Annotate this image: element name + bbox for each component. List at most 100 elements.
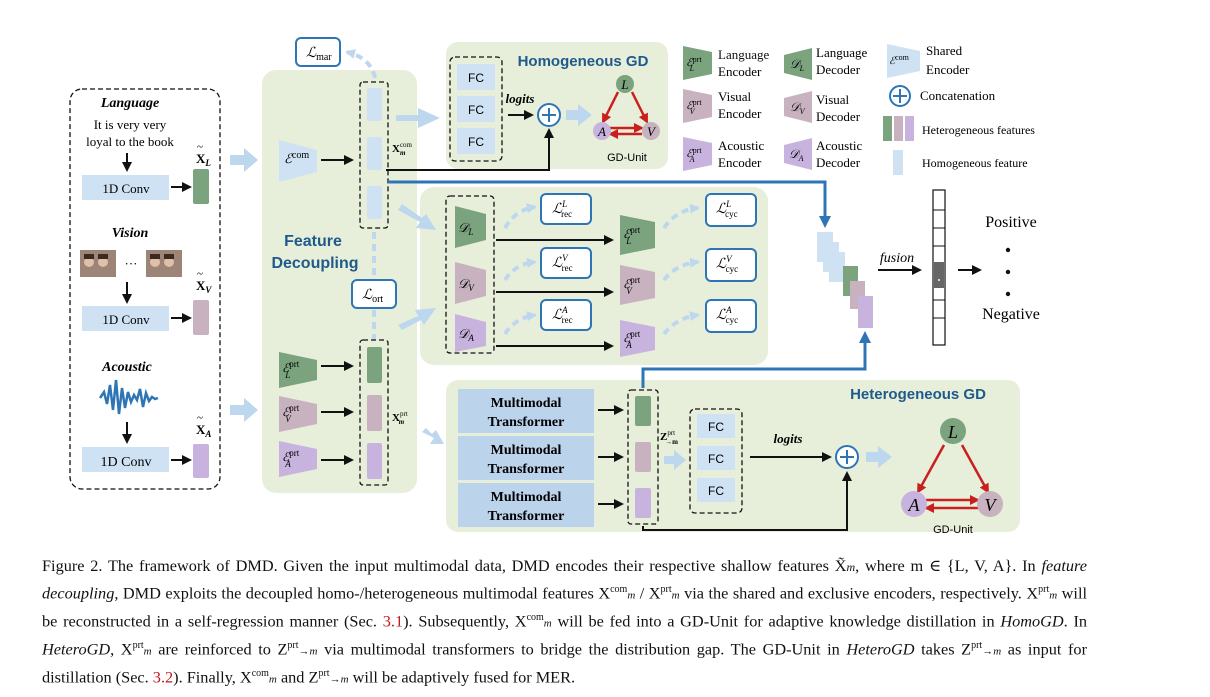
language-title: Language xyxy=(100,96,159,111)
svg-text:Transformer: Transformer xyxy=(488,415,565,430)
svg-text:~: ~ xyxy=(197,141,203,153)
z-prt-stack xyxy=(627,389,659,525)
svg-text:FC: FC xyxy=(708,452,724,466)
multimodal-transformers: Multimodal Transformer Multimodal Transf… xyxy=(458,389,594,527)
svg-text:FC: FC xyxy=(468,71,484,85)
svg-text:A: A xyxy=(908,495,921,515)
shallow-feature-vision xyxy=(193,300,209,335)
feature-decoupling-title-2: Decoupling xyxy=(271,255,358,272)
hetero-gd-title: Heterogeneous GD xyxy=(850,386,986,403)
svg-text:Multimodal: Multimodal xyxy=(491,396,562,411)
svg-text:Language: Language xyxy=(816,45,867,60)
svg-text:L: L xyxy=(947,422,958,442)
x-tilde-l: XL xyxy=(196,151,211,168)
svg-text:Encoder: Encoder xyxy=(718,106,762,121)
svg-text:Acoustic: Acoustic xyxy=(718,138,764,153)
svg-text:A: A xyxy=(597,124,606,139)
fusion-label: fusion xyxy=(880,251,914,266)
homo-logits: logits xyxy=(506,91,535,106)
acoustic-title: Acoustic xyxy=(101,360,153,375)
ref-sec-3-1[interactable]: 3.1 xyxy=(382,611,404,631)
hetero-logits: logits xyxy=(774,431,803,446)
decoders-stack: 𝒟L 𝒟V 𝒟A xyxy=(445,195,495,354)
svg-text:Acoustic: Acoustic xyxy=(816,138,862,153)
svg-text:Decoder: Decoder xyxy=(816,155,861,170)
homo-fc-stack: FC FC FC xyxy=(449,56,503,162)
shallow-feature-language xyxy=(193,169,209,204)
ref-sec-3-2[interactable]: 3.2 xyxy=(152,667,174,687)
vision-frames xyxy=(80,250,182,277)
svg-text:Heterogeneous features: Heterogeneous features xyxy=(922,123,1035,137)
svg-text:~: ~ xyxy=(197,268,203,280)
svg-text:Encoder: Encoder xyxy=(926,62,970,77)
vision-title: Vision xyxy=(112,226,149,241)
svg-text:Decoder: Decoder xyxy=(816,62,861,77)
svg-text:Language: Language xyxy=(718,47,769,62)
reconstruction-panel xyxy=(420,187,768,365)
feature-decoupling-title-1: Feature xyxy=(284,233,342,250)
svg-text:Shared: Shared xyxy=(926,43,963,58)
hetero-gd-unit: L A V GD-Unit xyxy=(901,418,1003,536)
svg-text:Transformer: Transformer xyxy=(488,462,565,477)
hetero-concat-icon xyxy=(835,445,859,469)
svg-text:Homogeneous feature: Homogeneous feature xyxy=(922,156,1028,170)
svg-text:Multimodal: Multimodal xyxy=(491,443,562,458)
positive-label: Positive xyxy=(985,214,1037,231)
homo-to-fusion-line xyxy=(388,180,831,228)
svg-text:FC: FC xyxy=(468,135,484,149)
dmd-framework-figure: Language It is very very loyal to the bo… xyxy=(69,37,1040,536)
svg-text:FC: FC xyxy=(708,484,724,498)
svg-text:V: V xyxy=(647,124,657,139)
svg-text:Encoder: Encoder xyxy=(718,155,762,170)
conv-box-acoustic xyxy=(82,447,169,472)
negative-label: Negative xyxy=(982,306,1040,323)
homo-gd-unit: L A V GD-Unit xyxy=(593,75,660,164)
svg-text:Transformer: Transformer xyxy=(488,509,565,524)
conv-label-language: 1D Conv xyxy=(102,181,150,196)
svg-text:Visual: Visual xyxy=(718,89,752,104)
language-text-2: loyal to the book xyxy=(86,134,174,149)
svg-text:Decoder: Decoder xyxy=(816,109,861,124)
loss-ort-box: ℒort xyxy=(351,279,397,309)
acoustic-waveform xyxy=(98,379,159,415)
shared-encoder: ℰcom xyxy=(279,140,317,182)
svg-text:FC: FC xyxy=(708,420,724,434)
homo-gd-title: Homogeneous GD xyxy=(518,53,649,70)
flow-arrow-to-exclusive xyxy=(230,398,258,422)
hetero-fc-stack: FC FC FC xyxy=(689,408,743,514)
x-com-stack xyxy=(359,81,389,229)
svg-text:Visual: Visual xyxy=(816,92,850,107)
conv-label-vision: 1D Conv xyxy=(102,312,150,327)
language-text-1: It is very very xyxy=(94,117,167,132)
fused-feature-stack xyxy=(817,232,873,328)
svg-text:FC: FC xyxy=(468,103,484,117)
svg-text:V: V xyxy=(985,495,998,515)
conv-box-language xyxy=(82,175,169,200)
homo-gd-unit-label: GD-Unit xyxy=(607,152,647,164)
svg-text:~: ~ xyxy=(197,412,203,424)
svg-text:Concatenation: Concatenation xyxy=(920,88,996,103)
flow-arrow-to-shared xyxy=(230,148,258,172)
z-prt-label: Zprt→m xyxy=(660,429,678,446)
homo-concat-icon xyxy=(537,103,561,127)
svg-text:Encoder: Encoder xyxy=(718,64,762,79)
x-tilde-v: XV xyxy=(196,278,212,295)
input-panel: Language It is very very loyal to the bo… xyxy=(69,88,221,490)
hetero-to-fusion-line xyxy=(641,331,871,388)
x-prt-stack xyxy=(359,339,389,486)
hetero-gd-unit-label: GD-Unit xyxy=(933,524,973,536)
x-tilde-a: XA xyxy=(196,422,211,439)
conv-box-vision xyxy=(82,306,169,331)
svg-text:L: L xyxy=(620,77,628,92)
vision-ellipsis: ··· xyxy=(125,256,138,271)
figure-caption: Figure 2. The framework of DMD. Given th… xyxy=(42,556,1088,687)
loss-mar-box: ℒmar xyxy=(295,37,341,67)
